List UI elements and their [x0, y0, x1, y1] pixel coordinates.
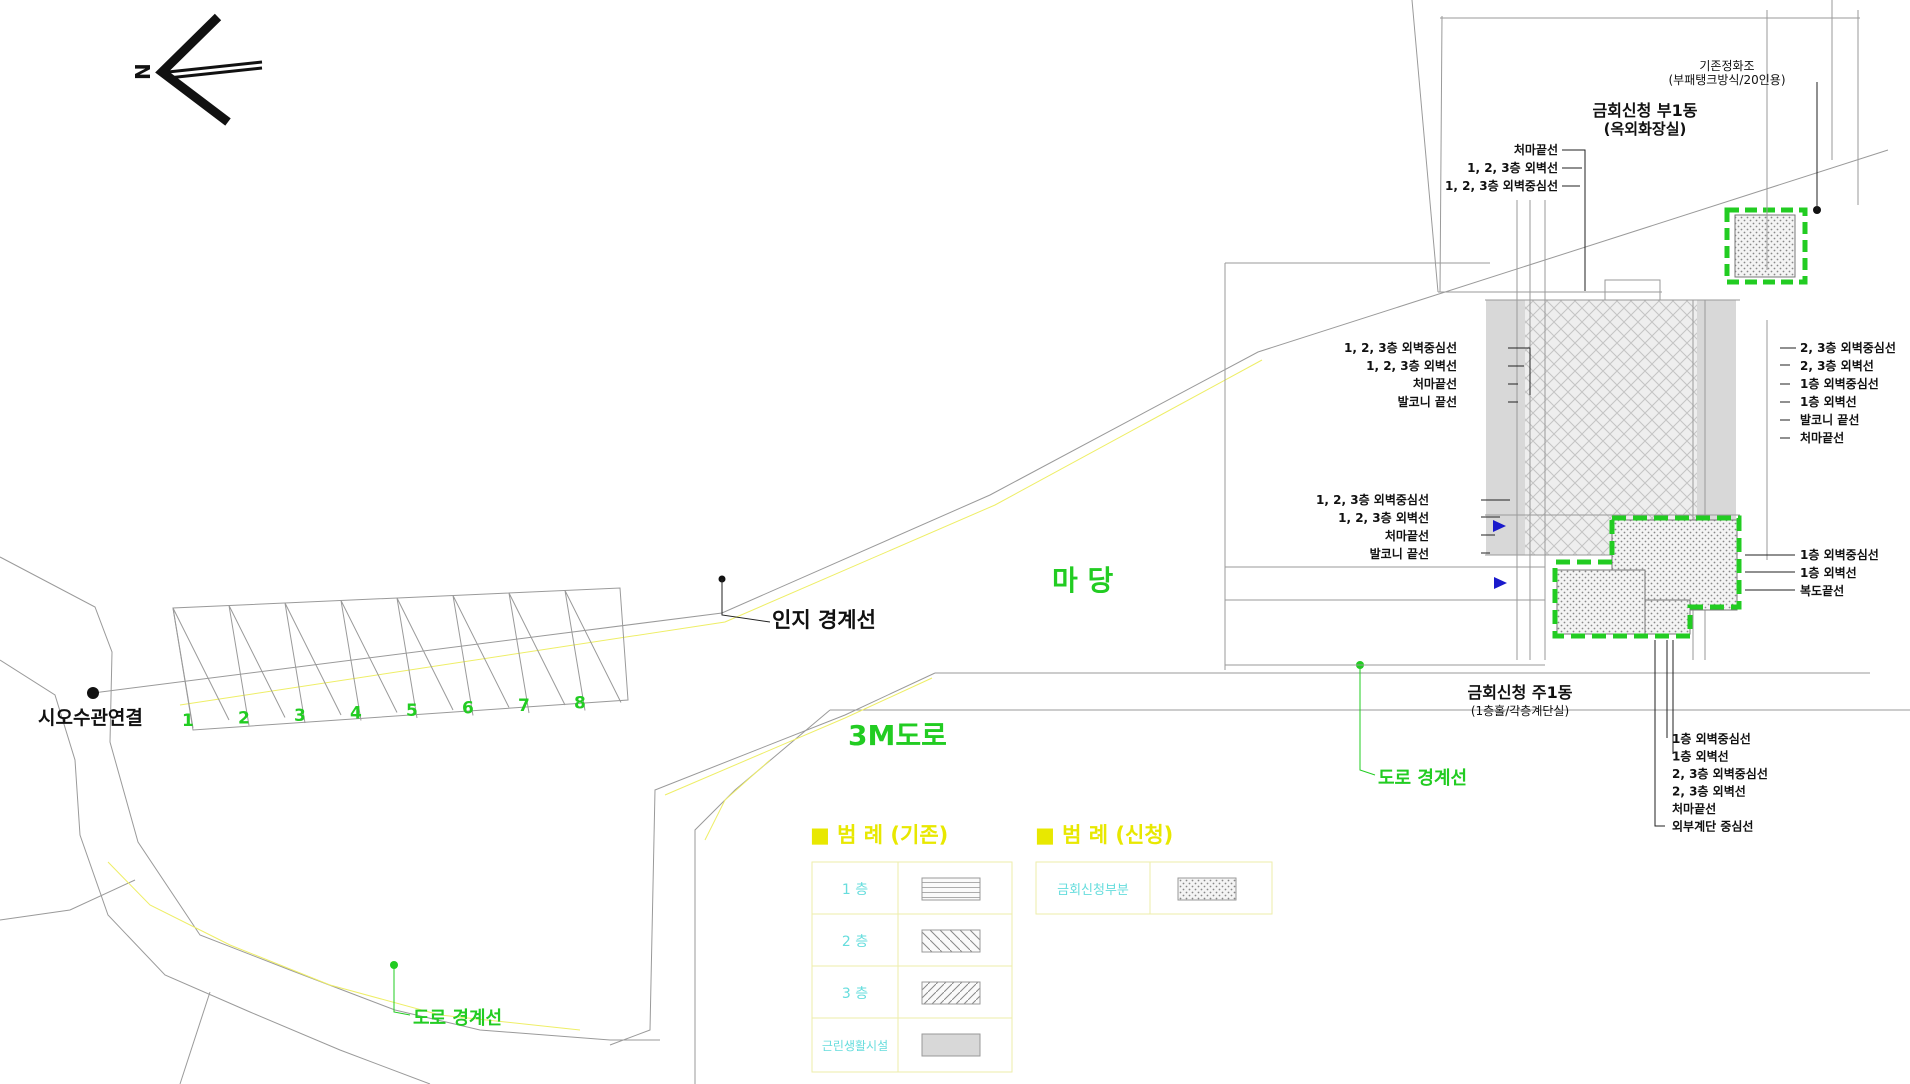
- annex-callout-labels: 처마끝선 1, 2, 3층 외벽선 1, 2, 3층 외벽중심선: [1445, 142, 1558, 193]
- dimension-lines: [1225, 10, 1768, 568]
- road-boundary-label-2: 도로 경계선: [413, 1008, 502, 1029]
- legend-new-title: ■ 범 례 (신청): [1035, 823, 1173, 847]
- parking-stall-line: [508, 592, 566, 714]
- parking-stall-line: [396, 597, 454, 719]
- callout-lines: [1481, 149, 1796, 827]
- callout-label: 2, 3층 외벽선: [1672, 784, 1746, 799]
- parking-area: 1 2 3 4 5 6 7 8: [172, 587, 629, 731]
- septic-subtitle: (부패탱크방식/20인용): [1669, 73, 1786, 87]
- legend-existing-row: 3 층: [842, 986, 868, 1002]
- callout-label: 외부계단 중심선: [1672, 819, 1753, 834]
- north-arrow-icon: N: [131, 13, 263, 126]
- legend-existing-row: 근린생활시설: [822, 1039, 888, 1053]
- callout-label: 1층 외벽중심선: [1800, 376, 1879, 391]
- road-3m-label: 3M도로: [848, 719, 947, 752]
- main-building: [1224, 200, 1768, 670]
- road-boundary-callout-2: 도로 경계선: [390, 961, 502, 1029]
- parking-stall-number: 7: [518, 696, 530, 716]
- callout-label: 처마끝선: [1800, 430, 1844, 445]
- legend-new-row: 금회신청부분: [1057, 883, 1129, 898]
- parking-stall-line: [564, 590, 622, 711]
- septic-title: 기존정화조: [1699, 59, 1754, 73]
- annex-subtitle: (옥외화장실): [1604, 120, 1687, 138]
- callout-label: 1층 외벽선: [1672, 749, 1729, 764]
- road-boundary-label-1: 도로 경계선: [1378, 768, 1467, 789]
- parking-stall-number: 4: [350, 704, 362, 724]
- callout-label: 2, 3층 외벽중심선: [1672, 766, 1768, 781]
- callout-label: 1층 외벽중심선: [1800, 547, 1879, 562]
- callout-label: 처마끝선: [1514, 142, 1558, 157]
- yard-label: 마 당: [1052, 564, 1114, 597]
- callout-label: 1, 2, 3층 외벽선: [1467, 160, 1558, 175]
- parking-stall-line: [172, 607, 230, 729]
- parking-stall-line: [228, 605, 286, 726]
- bottom-callout-labels: 1층 외벽중심선 1층 외벽선 2, 3층 외벽중심선 2, 3층 외벽선처마끝선외부…: [1672, 731, 1768, 834]
- parking-stall-number: 6: [462, 699, 474, 719]
- parking-stall-number: 1: [182, 711, 194, 731]
- upper-survey-lines: [1411, 0, 1860, 293]
- callout-label: 처마끝선: [1385, 528, 1429, 543]
- site-boundary-label: 인지 경계선: [772, 608, 876, 632]
- main-building-title: 금회신청 주1동: [1467, 683, 1572, 702]
- road-boundary-callout-1: 도로 경계선: [1356, 661, 1467, 789]
- callout-label: 1, 2, 3층 외벽선: [1366, 358, 1457, 373]
- callout-label: 1, 2, 3층 외벽중심선: [1316, 492, 1429, 507]
- callout-label: 발코니 끝선: [1398, 394, 1457, 409]
- legend-existing-title: ■ 범 례 (기존): [810, 823, 948, 847]
- callout-label: 복도끝선: [1800, 583, 1844, 598]
- callout-label: 1, 2, 3층 외벽중심선: [1445, 178, 1558, 193]
- callout-label: 발코니 끝선: [1800, 412, 1859, 427]
- water-connection-label: 시오수관연결: [38, 707, 143, 729]
- callout-label: 처마끝선: [1413, 376, 1457, 391]
- callout-label: 1층 외벽선: [1800, 565, 1857, 580]
- callout-label: 1, 2, 3층 외벽선: [1338, 510, 1429, 525]
- callout-label: 2, 3층 외벽선: [1800, 358, 1874, 373]
- main-building-subtitle: (1층홀/각층계단실): [1471, 704, 1569, 718]
- callout-label: 2, 3층 외벽중심선: [1800, 340, 1896, 355]
- parking-stall-number: 2: [238, 709, 250, 729]
- callout-label: 1층 외벽중심선: [1672, 731, 1751, 746]
- legend-existing-row: 1 층: [842, 882, 868, 898]
- site-boundary: [87, 149, 1889, 706]
- parking-stall-line: [452, 595, 510, 716]
- legend: ■ 범 례 (기존) ■ 범 례 (신청) 1 층 2 층 3 층 근린생활시설…: [810, 823, 1273, 1073]
- north-letter: N: [131, 63, 155, 80]
- road-3m-edges: [609, 672, 1910, 1084]
- parking-stall-number: 5: [406, 701, 418, 721]
- legend-existing-row: 2 층: [842, 934, 868, 950]
- parking-stall-line: [340, 600, 398, 721]
- annex-building: [1724, 82, 1821, 285]
- left-road-edges: [0, 556, 660, 1084]
- annex-title: 금회신청 부1동: [1592, 101, 1697, 120]
- callout-label: 1층 외벽선: [1800, 394, 1857, 409]
- parking-stall-line: [284, 602, 342, 724]
- callout-label: 발코니 끝선: [1370, 546, 1429, 561]
- parking-stall-number: 8: [574, 694, 586, 714]
- parking-stall-number: 3: [294, 706, 306, 726]
- callout-label: 처마끝선: [1672, 801, 1716, 816]
- callout-label: 1, 2, 3층 외벽중심선: [1344, 340, 1457, 355]
